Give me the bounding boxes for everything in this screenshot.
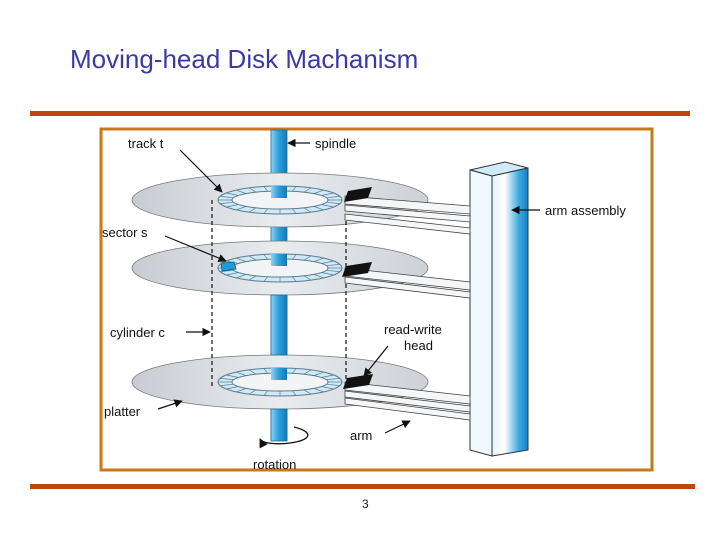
track-segment-divider xyxy=(248,275,257,281)
track-segment-divider xyxy=(313,206,324,211)
track-segment-divider xyxy=(303,255,312,261)
track-segment-divider xyxy=(226,204,239,208)
track-ring-3 xyxy=(218,368,342,396)
track-segment-divider xyxy=(321,272,334,276)
head-leader xyxy=(363,345,389,377)
track-segment-divider xyxy=(236,206,247,211)
track-segment-divider xyxy=(326,378,340,381)
label-cylinder: cylinder c xyxy=(110,325,165,340)
track-segment-divider xyxy=(248,369,257,375)
label-read-write: read-write xyxy=(384,322,442,337)
arm-assembly-column xyxy=(469,161,529,457)
head-top xyxy=(344,187,372,202)
track-segment-divider xyxy=(326,201,340,204)
track-segment-divider xyxy=(236,274,247,279)
track-segment-divider xyxy=(263,208,268,214)
track-segment-divider xyxy=(321,192,334,196)
label-head: head xyxy=(404,338,433,353)
track-segment-divider xyxy=(313,371,324,376)
arm-bottom xyxy=(344,381,471,413)
track-segment-divider xyxy=(236,189,247,194)
track-segment-divider xyxy=(226,192,239,196)
track-segment-divider xyxy=(292,390,297,396)
track-segment-divider xyxy=(220,201,234,204)
track-segment-divider xyxy=(326,264,340,267)
sector-highlight xyxy=(220,261,237,272)
track-segment-divider xyxy=(226,272,239,276)
track-leader xyxy=(179,149,223,193)
track-segment-divider xyxy=(313,189,324,194)
track-segment-divider xyxy=(321,386,334,390)
track-segment-divider xyxy=(248,255,257,261)
track-segment-divider xyxy=(263,186,268,192)
track-segment-divider xyxy=(263,276,268,282)
track-segment-divider xyxy=(303,275,312,281)
platter-leader xyxy=(157,399,183,410)
label-track: track t xyxy=(128,136,164,151)
arm-leader xyxy=(384,420,411,434)
track-segment-divider xyxy=(226,374,239,378)
track-segment-divider xyxy=(292,368,297,374)
track-segment-divider xyxy=(263,390,268,396)
head-bottom xyxy=(343,374,373,389)
arm-middle xyxy=(344,267,471,299)
head-middle xyxy=(342,262,372,277)
label-spindle: spindle xyxy=(315,136,356,151)
track-segment-divider xyxy=(236,388,247,393)
track-segment-divider xyxy=(303,389,312,395)
track-segment-divider xyxy=(326,383,340,386)
slide-title: Moving-head Disk Machanism xyxy=(70,44,419,74)
track-segment-divider xyxy=(236,257,247,262)
track-segment-divider xyxy=(292,276,297,282)
label-rotation: rotation xyxy=(253,457,296,472)
track-segment-divider xyxy=(292,254,297,260)
track-segment-divider xyxy=(321,374,334,378)
label-arm: arm xyxy=(350,428,372,443)
platter-top xyxy=(131,172,429,228)
sector-leader xyxy=(164,235,227,263)
track-segment-divider xyxy=(321,204,334,208)
track-segment-divider xyxy=(326,269,340,272)
track-segment-divider xyxy=(220,196,234,199)
track-segment-divider xyxy=(292,186,297,192)
top-rule xyxy=(30,111,690,116)
track-ring-1 xyxy=(218,186,342,214)
track-segment-divider xyxy=(220,378,234,381)
track-segment-divider xyxy=(220,269,234,272)
label-arm-assembly: arm assembly xyxy=(545,203,626,218)
track-segment-divider xyxy=(248,187,257,193)
track-segment-divider xyxy=(236,371,247,376)
track-segment-divider xyxy=(248,389,257,395)
track-segment-divider xyxy=(303,187,312,193)
track-segment-divider xyxy=(326,196,340,199)
track-segment-divider xyxy=(313,257,324,262)
track-segment-divider xyxy=(303,369,312,375)
label-platter: platter xyxy=(104,404,141,419)
track-ring-2 xyxy=(218,254,342,282)
track-segment-divider xyxy=(263,254,268,260)
label-sector: sector s xyxy=(102,225,148,240)
track-segment-divider xyxy=(292,208,297,214)
track-segment-divider xyxy=(313,388,324,393)
track-segment-divider xyxy=(226,386,239,390)
track-segment-divider xyxy=(313,274,324,279)
track-segment-divider xyxy=(248,207,257,213)
track-segment-divider xyxy=(263,368,268,374)
page-number: 3 xyxy=(362,497,369,511)
bottom-rule xyxy=(30,484,695,489)
track-segment-divider xyxy=(303,207,312,213)
track-segment-divider xyxy=(220,383,234,386)
track-segment-divider xyxy=(321,260,334,264)
rotation-arrow xyxy=(259,426,309,449)
